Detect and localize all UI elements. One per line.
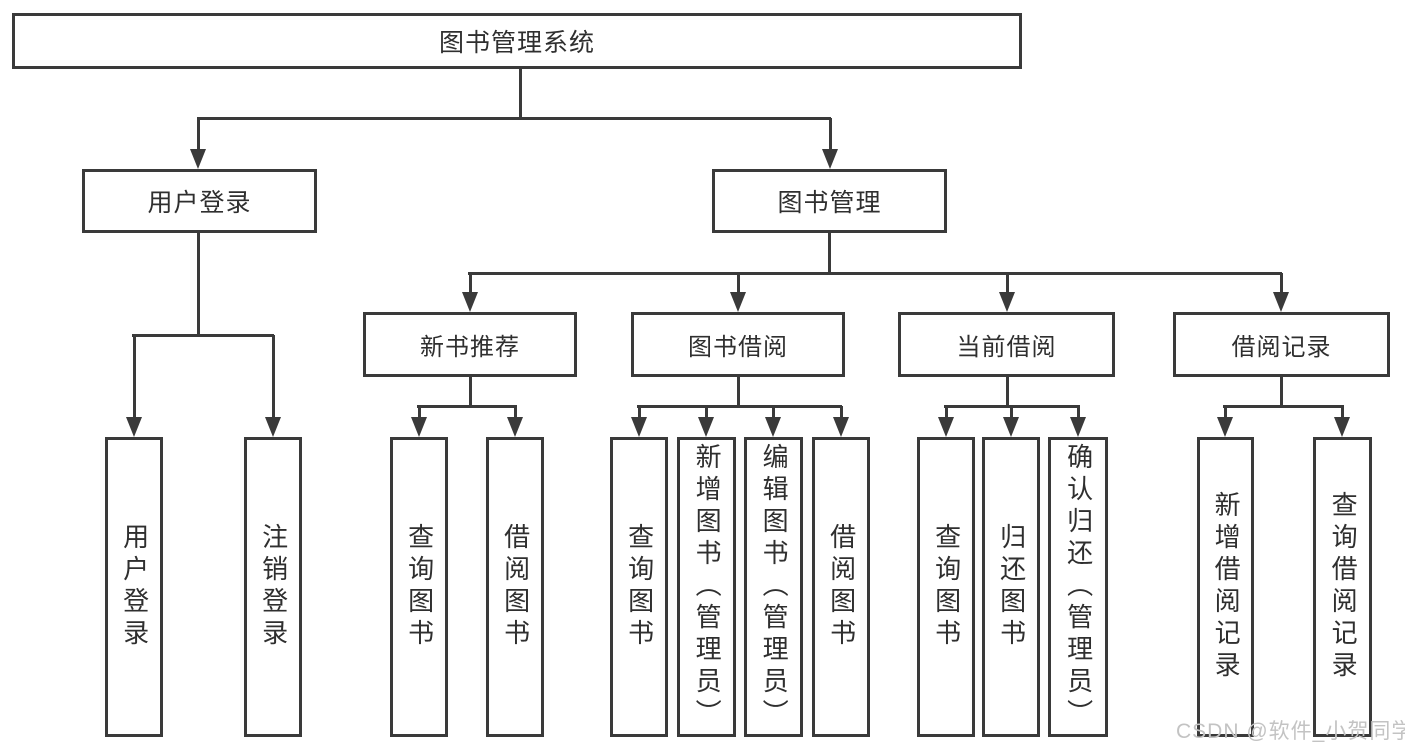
- leaf-borrowing-query-books: 查询图书: [610, 437, 668, 737]
- connector-line: [1223, 404, 1344, 408]
- node-label: 归还图书: [996, 523, 1027, 651]
- connector-line: [1340, 406, 1344, 419]
- arrow-down-icon: [411, 417, 427, 437]
- connector-line: [637, 404, 842, 408]
- node-label: 编辑图书（管理员）: [759, 443, 790, 731]
- arrow-down-icon: [999, 292, 1015, 312]
- connector-line: [839, 406, 843, 419]
- node-label: 新书推荐: [420, 334, 520, 361]
- node-label: 确认归还（管理员）: [1063, 443, 1094, 731]
- connector-line: [827, 233, 831, 274]
- connector-line: [196, 233, 200, 336]
- connector-line: [704, 406, 708, 419]
- connector-line: [1279, 273, 1283, 294]
- node-label: 图书管理: [777, 189, 882, 217]
- watermark: CSDN @软件_小贺同学: [1176, 720, 1405, 743]
- arrow-down-icon: [765, 417, 781, 437]
- connector-line: [944, 406, 948, 419]
- arrow-down-icon: [631, 417, 647, 437]
- connector-line: [417, 404, 517, 408]
- node-label: 当前借阅: [956, 334, 1057, 361]
- connector-line: [518, 69, 522, 118]
- arrow-down-icon: [1334, 417, 1350, 437]
- arrow-down-icon: [730, 292, 746, 312]
- leaf-user-login: 用户登录: [105, 437, 163, 737]
- connector-line: [1009, 406, 1013, 419]
- connector-line: [132, 335, 136, 419]
- node-label: 查询图书: [404, 523, 435, 651]
- connector-line: [1005, 376, 1009, 407]
- node-label: 图书管理系统: [438, 29, 595, 57]
- connector-line: [197, 116, 831, 120]
- connector-line: [468, 271, 1282, 275]
- leaf-logout: 注销登录: [244, 437, 302, 737]
- node-new-book-recommend: 新书推荐: [363, 312, 577, 377]
- arrow-down-icon: [462, 292, 478, 312]
- connector-line: [513, 406, 517, 419]
- node-current-borrowing: 当前借阅: [898, 312, 1115, 377]
- leaf-records-add-borrow-record: 新增借阅记录: [1197, 437, 1254, 737]
- connector-line: [736, 273, 740, 294]
- connector-line: [637, 406, 641, 419]
- leaf-newbook-query-books: 查询图书: [390, 437, 448, 737]
- arrow-down-icon: [1217, 417, 1233, 437]
- leaf-current-confirm-return-admin: 确认归还（管理员）: [1048, 437, 1108, 737]
- arrow-down-icon: [1003, 417, 1019, 437]
- arrow-down-icon: [1070, 417, 1086, 437]
- connector-line: [1279, 376, 1283, 407]
- connector-line: [771, 406, 775, 419]
- node-label: 查询借阅记录: [1328, 491, 1359, 683]
- connector-line: [468, 376, 472, 407]
- node-library-management-system: 图书管理系统: [12, 13, 1022, 69]
- connector-line: [271, 335, 275, 419]
- node-label: 图书借阅: [688, 334, 788, 361]
- node-label: 用户登录: [147, 189, 252, 217]
- connector-line: [1076, 406, 1080, 419]
- connector-line: [1005, 273, 1009, 294]
- node-label: 新增图书（管理员）: [692, 443, 723, 731]
- leaf-current-query-books: 查询图书: [917, 437, 975, 737]
- connector-line: [1223, 406, 1227, 419]
- leaf-borrowing-add-books-admin: 新增图书（管理员）: [677, 437, 736, 737]
- connector-line: [417, 406, 421, 419]
- connector-line: [736, 376, 740, 407]
- node-user-login: 用户登录: [82, 169, 317, 233]
- connector-line: [828, 118, 832, 151]
- leaf-borrowing-edit-books-admin: 编辑图书（管理员）: [744, 437, 803, 737]
- node-label: 新增借阅记录: [1211, 491, 1242, 683]
- node-book-management: 图书管理: [712, 169, 947, 233]
- node-label: 借阅图书: [500, 523, 531, 651]
- arrow-down-icon: [833, 417, 849, 437]
- arrow-down-icon: [126, 417, 142, 437]
- arrow-down-icon: [698, 417, 714, 437]
- arrow-down-icon: [938, 417, 954, 437]
- arrow-down-icon: [265, 417, 281, 437]
- node-borrow-records: 借阅记录: [1173, 312, 1390, 377]
- arrow-down-icon: [190, 149, 206, 169]
- connector-line: [132, 333, 274, 337]
- node-label: 查询图书: [624, 523, 655, 651]
- node-label: 借阅图书: [826, 523, 857, 651]
- arrow-down-icon: [507, 417, 523, 437]
- leaf-borrowing-borrow-books: 借阅图书: [812, 437, 870, 737]
- connector-line: [468, 273, 472, 294]
- leaf-current-return-books: 归还图书: [982, 437, 1040, 737]
- leaf-records-query-borrow-record: 查询借阅记录: [1313, 437, 1372, 737]
- node-book-borrowing: 图书借阅: [631, 312, 845, 377]
- arrow-down-icon: [822, 149, 838, 169]
- leaf-newbook-borrow-books: 借阅图书: [486, 437, 544, 737]
- node-label: 用户登录: [119, 523, 150, 651]
- arrow-down-icon: [1273, 292, 1289, 312]
- node-label: 查询图书: [931, 523, 962, 651]
- connector-line: [196, 118, 200, 151]
- node-label: 注销登录: [258, 523, 289, 651]
- node-label: 借阅记录: [1231, 334, 1332, 361]
